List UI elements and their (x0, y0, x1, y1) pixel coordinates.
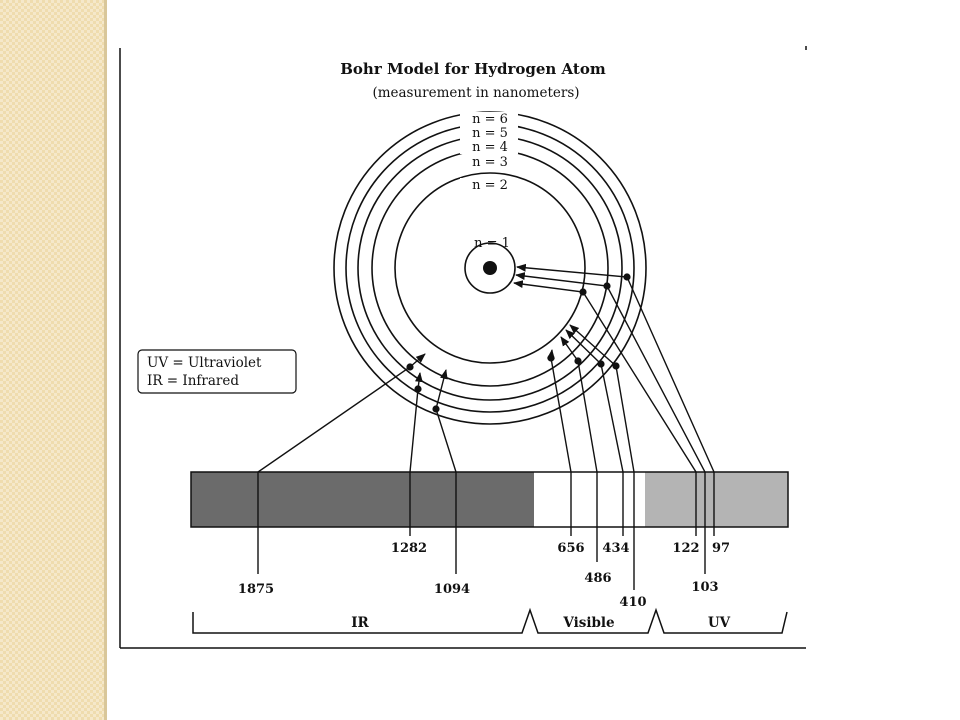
wavelength-434: 434 (602, 541, 629, 556)
uv-band (645, 472, 788, 527)
line-410 (569, 324, 635, 590)
line-97 (516, 263, 715, 536)
wavelength-486: 486 (584, 571, 611, 586)
orbit-label-n2: n = 2 (472, 178, 508, 193)
orbit-label-n4: n = 4 (472, 140, 508, 155)
line-656 (547, 349, 572, 536)
orbit-label-n1: n = 1 (474, 236, 510, 251)
nucleus (483, 261, 497, 275)
diagram-title: Bohr Model for Hydrogen Atom (340, 60, 606, 78)
wavelength-1875: 1875 (238, 582, 274, 597)
band-label-uv: UV (708, 615, 731, 631)
orbit-label-n3: n = 3 (472, 155, 508, 170)
legend-uv: UV = Ultraviolet (147, 355, 262, 371)
transition-dots (406, 273, 631, 413)
diagram-frame (119, 46, 807, 649)
orbit-label-n6: n = 6 (472, 112, 508, 127)
line-103 (515, 272, 706, 574)
line-1875 (257, 353, 426, 574)
diagram-subtitle: (measurement in nanometers) (372, 85, 579, 101)
wavelength-97: 97 (712, 541, 730, 556)
orbit-n2 (394, 172, 586, 364)
line-1094 (435, 369, 457, 574)
transition-lines (257, 263, 715, 590)
ir-band (191, 472, 534, 527)
line-486 (560, 336, 598, 562)
band-label-ir: IR (351, 615, 369, 631)
line-434 (565, 329, 624, 536)
side-strip-edge (104, 0, 107, 720)
band-braces (192, 607, 788, 634)
wavelength-103: 103 (691, 580, 718, 595)
wavelength-1094: 1094 (434, 582, 470, 597)
legend: UV = Ultraviolet IR = Infrared (137, 349, 297, 394)
wavelength-1282: 1282 (391, 541, 427, 556)
decorative-side-strip (0, 0, 104, 720)
spectrum-bar (190, 471, 789, 528)
wavelength-656: 656 (557, 541, 584, 556)
orbit-label-n5: n = 5 (472, 126, 508, 141)
visible-band (534, 472, 645, 527)
line-1282 (409, 372, 423, 536)
orbit-n1 (464, 242, 516, 294)
legend-ir: IR = Infrared (147, 373, 239, 389)
band-label-visible: Visible (562, 615, 614, 631)
wavelength-410: 410 (619, 595, 646, 610)
wavelength-122: 122 (672, 541, 699, 556)
line-122 (513, 280, 697, 536)
